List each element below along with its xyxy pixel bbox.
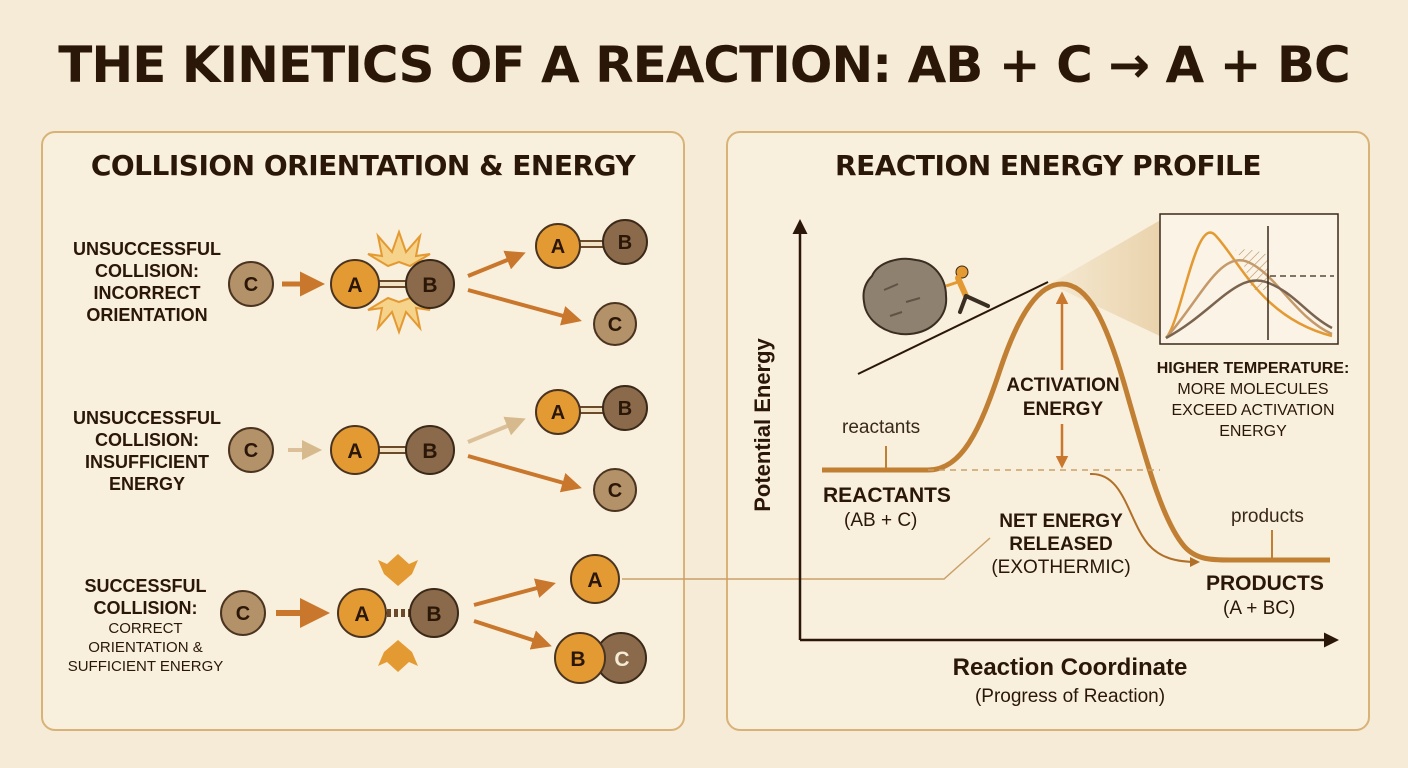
product-a-label: A [587,569,602,592]
slope-line [857,281,1049,375]
x-axis-label: Reaction Coordinate [952,654,1188,681]
row2-label-line2: COLLISION: [95,430,199,450]
row1-label-line1: UNSUCCESSFUL [72,239,221,259]
row3-label-line1: SUCCESSFUL [84,576,207,596]
low-temp-curve [1164,231,1333,339]
row3-sub-line2: ORIENTATION & [88,639,203,656]
temperature-sub2: EXCEED ACTIVATION [1171,402,1335,419]
person-pushing-icon [945,265,990,314]
row3-sub-line1: CORRECT [108,620,183,637]
reactants-small-label: reactants [842,417,921,438]
row3-collision: C A B A B C [220,537,991,684]
temperature-title: HIGHER TEMPERATURE: [1156,360,1350,377]
connector-line [622,537,991,580]
energy-curve [822,281,1330,563]
collision-panel-title: COLLISION ORIENTATION & ENERGY [90,149,636,182]
burst-top [367,228,431,268]
page-title: THE KINETICS OF A REACTION: AB + C → A +… [58,36,1350,94]
energy-spike-bottom [378,640,418,672]
net-energy-arrow [1089,472,1200,567]
product-a-label: A [551,402,565,424]
magnify-cone [1050,218,1164,338]
activation-energy-label: ACTIVATION ENERGY [998,374,1128,422]
molecule-b [405,259,455,309]
product-c-label: C [614,648,629,671]
products-label: PRODUCTS [1206,572,1324,595]
molecule-c-label: C [244,274,258,296]
row1-label-line3: INCORRECT [93,283,201,303]
product-b-label: B [618,232,632,254]
molecule-a-label: A [347,274,362,297]
activation-line2: ENERGY [1022,399,1104,420]
net-energy-line1: NET ENERGY [999,511,1123,532]
product-b-label: B [618,398,632,420]
energy-profile [792,213,1339,648]
row2-label-line1: UNSUCCESSFUL [72,408,221,428]
burst-bottom [367,296,431,336]
molecule-b-label: B [426,603,441,626]
row2-label: UNSUCCESSFUL COLLISION: INSUFFICIENT ENE… [62,407,232,495]
products-formula: (A + BC) [1223,598,1296,619]
product-a-label: A [551,236,565,258]
net-energy-label: NET ENERGY RELEASED (EXOTHERMIC) [986,510,1136,579]
product-c-label: C [608,314,622,336]
molecule-a-label: A [354,603,369,626]
row2-label-line3: INSUFFICIENT [85,452,209,472]
energy-spike-top [378,554,418,586]
net-energy-line2: RELEASED [1009,534,1113,555]
row3-label-line2: COLLISION: [93,598,198,618]
high-temp-curve [1165,259,1333,339]
temperature-sub3: ENERGY [1219,423,1287,440]
product-c-label: C [608,480,622,502]
molecule-c-label: C [236,603,250,625]
molecule-a-label: A [347,440,362,463]
reactants-formula: (AB + C) [844,510,918,531]
molecule-a [330,259,380,309]
row2-collision: C A B A B C [228,385,648,512]
row1-label-line2: COLLISION: [95,261,199,281]
molecule-b-label: B [422,274,437,297]
temperature-inset [1159,213,1339,345]
row1-collision: C A B A B C [228,219,648,346]
boulder-icon [862,257,948,336]
molecule-c-label: C [244,440,258,462]
x-axis-sublabel: (Progress of Reaction) [974,686,1166,707]
activation-line1: ACTIVATION [1006,375,1120,396]
y-axis-label: Potential Energy [750,338,775,512]
row1-label-line4: ORIENTATION [86,305,208,325]
temperature-sub1: MORE MOLECULES [1177,381,1329,398]
net-energy-sub: (EXOTHERMIC) [991,557,1131,578]
molecule-b-label: B [422,440,437,463]
row3-sub-line3: SUFFICIENT ENERGY [67,658,224,675]
highest-temp-curve [1165,279,1333,340]
temperature-label: HIGHER TEMPERATURE: MORE MOLECULES EXCEE… [1148,358,1358,442]
molecule-c [228,261,274,307]
row2-label-line4: ENERGY [108,474,186,494]
energy-panel-title: REACTION ENERGY PROFILE [835,149,1261,182]
products-small-label: products [1231,506,1304,527]
row1-label: UNSUCCESSFUL COLLISION: INCORRECT ORIENT… [62,238,232,326]
row3-label: SUCCESSFUL COLLISION: CORRECT ORIENTATIO… [58,575,233,676]
reactants-label: REACTANTS [823,484,951,507]
product-b-label: B [570,648,585,671]
